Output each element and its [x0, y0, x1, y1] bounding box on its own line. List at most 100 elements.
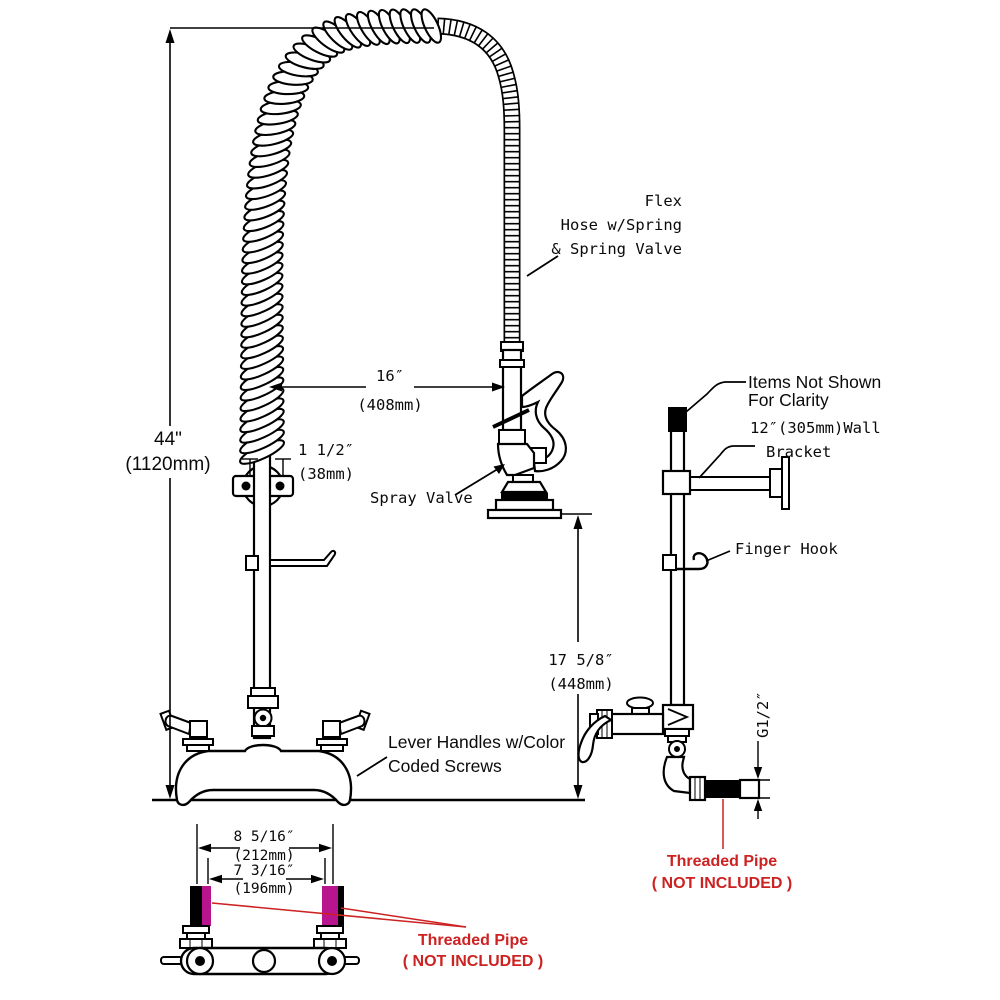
pipe-left-magenta [202, 886, 211, 926]
spray-handle [520, 370, 567, 473]
riser-assembly [231, 446, 337, 740]
leader-flex-hose [526, 255, 559, 277]
leader-spray-arrow [493, 464, 505, 474]
spray-base [486, 508, 563, 520]
label-flex-hose-1: Flex [645, 192, 682, 210]
bracket-arm [689, 476, 771, 491]
bracket-flange [781, 456, 790, 510]
right-handle [316, 709, 371, 752]
right-boss-dot [327, 956, 337, 966]
dim-inner-centers [207, 858, 326, 884]
threaded-pipe-end [738, 778, 761, 800]
faucet-body [159, 709, 371, 807]
wall-bracket-assembly [577, 407, 790, 802]
dim-clearance-mm: (448mm) [548, 675, 613, 693]
dim-g-thread [744, 741, 770, 819]
body-outline [174, 743, 353, 807]
spray-pedestal [494, 498, 555, 512]
right-nut-stack [313, 925, 347, 949]
label-spray-valve: Spray Valve [370, 489, 473, 507]
flange-bolt-right [275, 481, 285, 491]
bracket-hub [769, 468, 783, 498]
label-threaded-pipe-right-1: Threaded Pipe [667, 853, 777, 870]
ball-joint-dot [674, 746, 680, 752]
spray-bell [500, 480, 548, 494]
dim-inner-in: 7 3/16″ [233, 863, 294, 879]
stop-valve-body [609, 712, 665, 736]
stop-valve-lever [577, 714, 614, 764]
left-stub [160, 956, 184, 965]
check-valve-dot [259, 714, 267, 722]
dim-outer-centers [196, 824, 334, 884]
dim-height-mm: (1120mm) [125, 454, 210, 475]
elbow-nut [688, 775, 707, 802]
dim-inner-mm: (196mm) [233, 881, 294, 897]
wall-hook-arm [269, 549, 337, 567]
label-finger-hook: Finger Hook [735, 540, 838, 558]
label-items-not-shown-1: Items Not Shown [748, 372, 881, 392]
label-threaded-pipe-bottom-1: Threaded Pipe [418, 932, 528, 949]
pipe-right-magenta [322, 886, 338, 926]
pipe-right-black [338, 886, 344, 926]
label-threaded-pipe-right-2: ( NOT INCLUDED ) [652, 875, 792, 892]
finger-hook-shape [676, 552, 709, 571]
left-boss-dot [195, 956, 205, 966]
clip-bar [492, 408, 530, 429]
pipe-cap [668, 407, 687, 432]
dim-overall-height [165, 27, 434, 799]
lower-union-1 [664, 728, 690, 737]
text-labels: 44" (1120mm) 16″ (408mm) 1 1/2″ (38mm) F… [125, 192, 881, 970]
label-wall-bracket-1: 12″(305mm)Wall [750, 419, 881, 437]
label-lever-handles-1: Lever Handles w/Color [388, 732, 565, 752]
dim-hose-offset-mm: (408mm) [357, 396, 422, 414]
pipe-left-black [190, 886, 202, 926]
dim-riser-width-mm: (38mm) [298, 465, 354, 483]
flex-hose [438, 18, 521, 348]
label-flex-hose-2: Hose w/Spring [561, 216, 682, 234]
label-lever-handles-2: Coded Screws [388, 756, 502, 776]
dim-spray-clearance [561, 513, 592, 799]
coil-spring-hose [239, 8, 443, 465]
left-nut-stack [179, 925, 213, 949]
label-wall-bracket-2: Bracket [766, 443, 831, 461]
valve-hex [498, 429, 526, 445]
dim-height-in: 44" [154, 429, 182, 450]
left-handle [159, 709, 214, 752]
leader-wall-bracket [698, 445, 755, 479]
riser-coupling-1 [250, 687, 276, 697]
spray-face [501, 492, 548, 500]
tee-chevron [667, 708, 690, 726]
dim-outer-in: 8 5/16″ [233, 829, 294, 845]
leader-lever-handles [356, 756, 388, 777]
flex-hose-ribs [436, 17, 521, 345]
leader-lines [211, 255, 755, 928]
leader-red-bottom-2 [340, 907, 467, 928]
dim-clearance-in: 17 5/8″ [548, 651, 613, 669]
tube-ring [499, 359, 525, 368]
label-items-not-shown-2: For Clarity [748, 390, 829, 410]
threaded-pipe-right [705, 780, 740, 798]
dim-riser-width [242, 458, 291, 477]
dim-hose-offset [269, 382, 505, 392]
center-hole [251, 948, 277, 974]
label-threaded-pipe-bottom-2: ( NOT INCLUDED ) [403, 953, 543, 970]
dim-hose-offset-in: 16″ [376, 367, 404, 385]
valve-body [496, 442, 536, 477]
spray-valve-assembly [486, 341, 567, 520]
hook-collar-2 [662, 554, 677, 571]
leader-red-bottom-1 [211, 902, 467, 928]
dim-outer-mm: (212mm) [233, 848, 294, 864]
valve-cap-dome [626, 696, 654, 710]
elbow [662, 755, 692, 795]
leader-items-not-shown [685, 381, 746, 413]
flange-bolt-left [241, 481, 251, 491]
hook-collar [245, 555, 259, 571]
riser-coupling-2 [247, 695, 279, 709]
center-connector [251, 725, 275, 737]
leader-finger-hook [705, 550, 731, 562]
label-g-thread: G1/2″ [754, 691, 772, 738]
leader-spray-valve [454, 466, 502, 496]
bracket-collar [661, 469, 692, 496]
